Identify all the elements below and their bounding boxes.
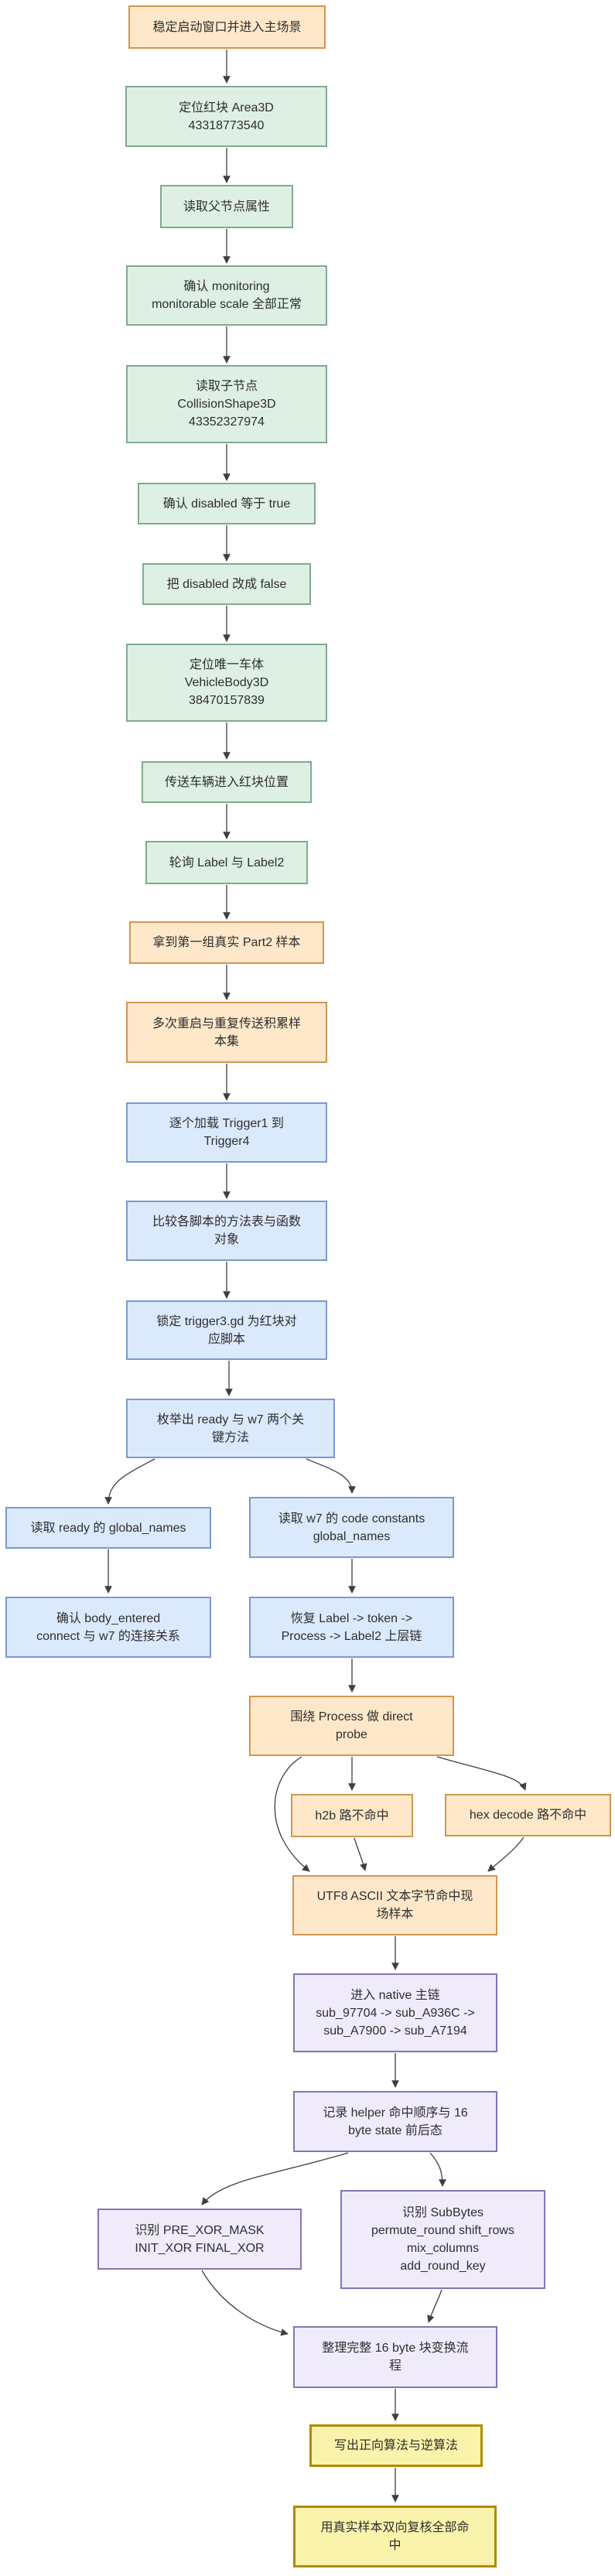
- node-lock-trigger3: 锁定 trigger3.gd 为红块对 应脚本: [126, 1300, 327, 1360]
- node-native-main-chain: 进入 native 主链 sub_97704 -> sub_A936C -> s…: [293, 1973, 497, 2052]
- node-read-parent-props: 读取父节点属性: [160, 185, 293, 228]
- node-restore-label-chain: 恢复 Label -> token -> Process -> Label2 上…: [249, 1597, 454, 1658]
- flow-edge: [436, 1756, 527, 1791]
- node-locate-area3d: 定位红块 Area3D 43318773540: [125, 86, 327, 147]
- node-identify-subbytes: 识别 SubBytes permute_round shift_rows mix…: [340, 2190, 545, 2289]
- node-locate-vehicle-body: 定位唯一车体 VehicleBody3D 38470157839: [126, 644, 327, 722]
- node-set-disabled-false: 把 disabled 改成 false: [142, 563, 311, 605]
- node-h2b-miss: h2b 路不命中: [291, 1794, 413, 1837]
- node-assemble-block-flow: 整理完整 16 byte 块变换流 程: [293, 2326, 497, 2388]
- flow-edge: [201, 2270, 289, 2336]
- node-read-w7-constants: 读取 w7 的 code constants global_names: [249, 1497, 454, 1558]
- node-poll-labels: 轮询 Label 与 Label2: [145, 841, 308, 884]
- flow-edge: [201, 2152, 349, 2205]
- node-confirm-monitoring: 确认 monitoring monitorable scale 全部正常: [126, 265, 327, 326]
- node-identify-xor-masks: 识别 PRE_XOR_MASK INIT_XOR FINAL_XOR: [97, 2209, 302, 2270]
- node-accumulate-samples: 多次重启与重复传送积累样 本集: [126, 1002, 327, 1063]
- node-write-algorithms: 写出正向算法与逆算法: [309, 2424, 483, 2467]
- node-enumerate-methods: 枚举出 ready 与 w7 两个关 键方法: [126, 1399, 335, 1458]
- flow-edge: [104, 1458, 155, 1505]
- node-read-child-node: 读取子节点 CollisionShape3D 43352327974: [126, 365, 327, 443]
- flow-edge: [306, 1458, 356, 1494]
- node-load-triggers: 逐个加载 Trigger1 到 Trigger4: [126, 1102, 327, 1163]
- flow-edge: [274, 1756, 310, 1872]
- node-utf8-ascii-hit: UTF8 ASCII 文本字节命中现 场样本: [292, 1875, 497, 1935]
- node-first-part2-sample: 拿到第一组真实 Part2 样本: [129, 921, 324, 964]
- node-record-helper-order: 记录 helper 命中顺序与 16 byte state 前后态: [293, 2091, 497, 2152]
- node-compare-scripts: 比较各脚本的方法表与函数 对象: [126, 1201, 327, 1261]
- node-hex-decode-miss: hex decode 路不命中: [445, 1794, 611, 1836]
- flow-edge: [487, 1836, 524, 1872]
- node-confirm-disabled-true: 确认 disabled 等于 true: [138, 483, 316, 524]
- node-teleport-vehicle: 传送车辆进入红块位置: [142, 761, 312, 803]
- node-read-ready-globals: 读取 ready 的 global_names: [5, 1507, 211, 1549]
- node-verify-bidirectional: 用真实样本双向复核全部命 中: [293, 2506, 497, 2567]
- flow-edge: [429, 2152, 446, 2187]
- node-start: 稳定启动窗口并进入主场景: [128, 5, 326, 49]
- node-process-direct-probe: 围绕 Process 做 direct probe: [249, 1696, 454, 1756]
- flow-edge: [354, 1837, 367, 1871]
- flow-edge: [427, 2289, 442, 2323]
- node-confirm-body-entered: 确认 body_entered connect 与 w7 的连接关系: [5, 1597, 211, 1658]
